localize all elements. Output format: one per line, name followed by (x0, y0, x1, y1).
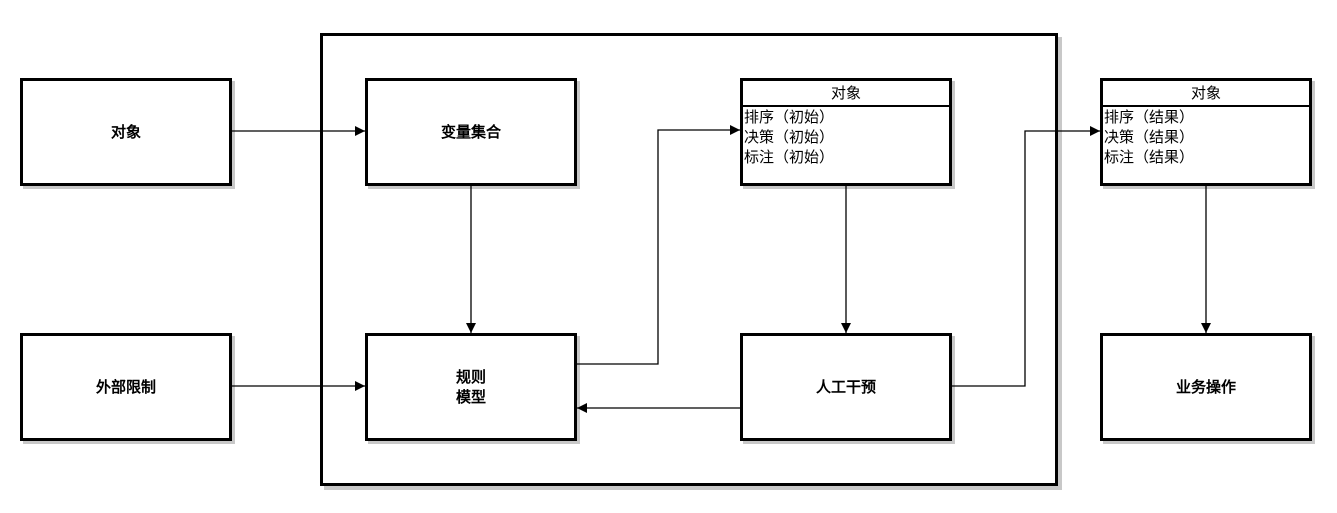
object-initial-row: 标注（初始） (744, 148, 835, 166)
node-business-ops: 业务操作 (1100, 333, 1312, 441)
object-result-title: 对象 (1103, 81, 1309, 107)
edge-rule-model-to-object-initial (577, 125, 740, 365)
edge-intervention-to-object-result (952, 126, 1100, 387)
node-human-intervention: 人工干预 (740, 333, 952, 441)
node-human-intervention-label: 人工干预 (815, 378, 876, 396)
node-object-input-label: 对象 (110, 123, 141, 141)
object-result-row: 决策（结果） (1104, 128, 1195, 146)
node-external-constraints-label: 外部限制 (95, 378, 156, 396)
node-variable-set: 变量集合 (365, 78, 577, 186)
node-external-constraints: 外部限制 (20, 333, 232, 441)
object-initial-row: 排序（初始） (744, 108, 835, 126)
object-result-row: 标注（结果） (1104, 148, 1195, 166)
node-variable-set-label: 变量集合 (440, 123, 501, 141)
object-initial-title: 对象 (743, 81, 949, 107)
node-object-result: 对象 排序（结果） 决策（结果） 标注（结果） (1100, 78, 1312, 186)
node-rule-model: 规则 模型 (365, 333, 577, 441)
node-rule-model-label-1: 规则 (455, 368, 486, 386)
object-result-row: 排序（结果） (1104, 108, 1195, 126)
node-object-initial: 对象 排序（初始） 决策（初始） 标注（初始） (740, 78, 952, 186)
node-rule-model-label-2: 模型 (455, 388, 486, 406)
node-business-ops-label: 业务操作 (1175, 378, 1236, 396)
object-initial-row: 决策（初始） (744, 128, 835, 146)
node-object-input: 对象 (20, 78, 232, 186)
